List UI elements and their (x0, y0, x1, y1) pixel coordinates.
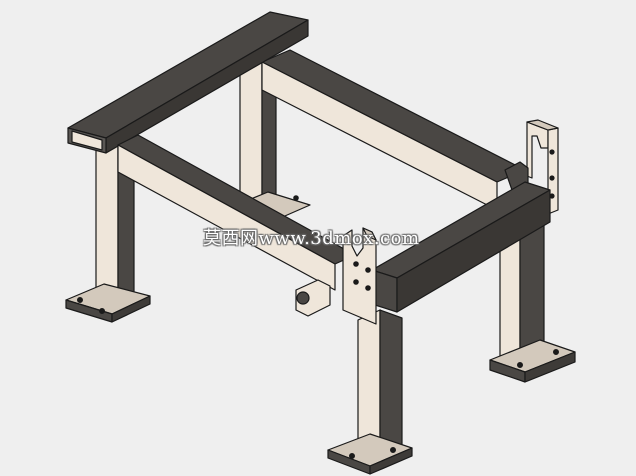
leg-back-right (235, 61, 311, 225)
bracket-front (342, 227, 377, 325)
crossbar-top (67, 11, 309, 154)
crossbar-front (371, 181, 551, 313)
rail-left (117, 134, 356, 291)
bracket-mid (295, 279, 331, 317)
rail-back (261, 49, 526, 211)
leg-front-center (327, 309, 413, 475)
watermark-text: 莫西网www.3dmox.com (203, 228, 420, 249)
leg-front-left (65, 134, 151, 323)
leg-right (489, 223, 576, 383)
